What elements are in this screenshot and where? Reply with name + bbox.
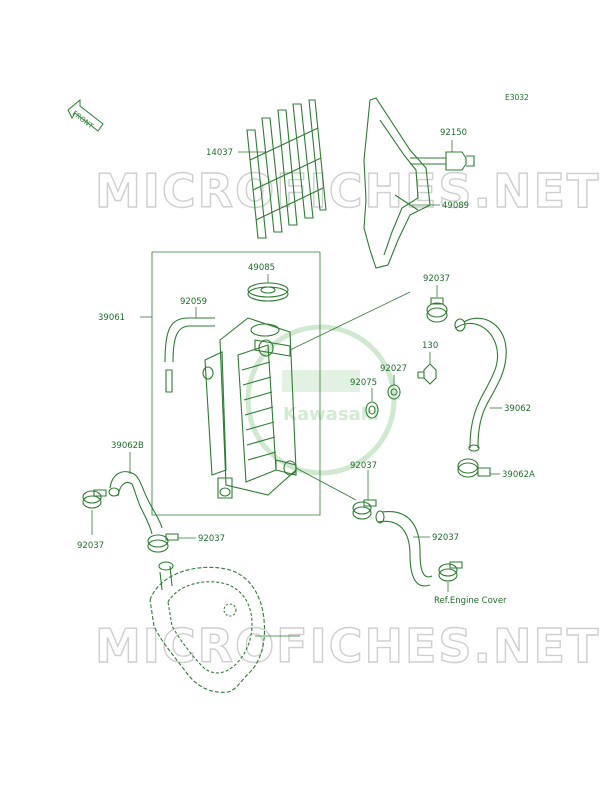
hose-clamp-92037-lower-center bbox=[147, 533, 179, 553]
bolt-92150 bbox=[410, 151, 475, 171]
label-49085: 49085 bbox=[248, 263, 275, 273]
kawasaki-logo: Kawasaki bbox=[245, 324, 397, 476]
label-92037-lower-right: Ref.Engine Cover bbox=[434, 596, 507, 606]
label-49089: 49089 bbox=[442, 201, 469, 211]
hose-clamp-92037-right bbox=[457, 458, 491, 478]
bolt-130 bbox=[417, 363, 437, 385]
front-arrow-icon: FRONT bbox=[67, 98, 104, 132]
radiator-hose-39062B bbox=[108, 471, 163, 535]
engine-cover-reference bbox=[149, 561, 266, 693]
hose-clamp-92037-mid bbox=[352, 499, 377, 520]
label-39061: 39061 bbox=[98, 313, 125, 323]
breather-hose-92059 bbox=[164, 317, 215, 393]
label-92059: 92059 bbox=[180, 297, 207, 307]
label-92037-right: 39062A bbox=[502, 470, 535, 480]
label-14037: 14037 bbox=[206, 148, 233, 158]
hose-clamp-92037-left bbox=[82, 489, 107, 509]
radiator-cap-49085 bbox=[247, 282, 289, 302]
label-92037-mid: 92037 bbox=[350, 461, 377, 471]
label-39062A: 92037 bbox=[432, 533, 459, 543]
label-92037-lower-center: 92037 bbox=[198, 534, 225, 544]
label-92027: 92027 bbox=[380, 364, 407, 374]
radiator-hose-39062 bbox=[454, 317, 507, 452]
logo-text: Kawasaki bbox=[283, 404, 379, 425]
damper-92075 bbox=[365, 401, 379, 419]
label-39062: 39062 bbox=[504, 404, 531, 414]
label-130: 130 bbox=[422, 341, 438, 351]
hose-clamp-92037-lower-right bbox=[438, 561, 463, 582]
label-92075: 92075 bbox=[350, 378, 377, 388]
label-39062B: 39062B bbox=[111, 441, 144, 451]
radiator-hose-39062A bbox=[375, 510, 433, 587]
radiator-shroud-49089 bbox=[363, 97, 431, 269]
assembly-bracket bbox=[151, 251, 321, 516]
radiator-louver-14037 bbox=[246, 99, 327, 239]
diagram-code: E3032 bbox=[505, 93, 529, 102]
hose-clamp-92037-upper bbox=[426, 297, 448, 323]
label-92037-left: 92037 bbox=[77, 541, 104, 551]
label-92037-upper: 92037 bbox=[423, 274, 450, 284]
label-92150: 92150 bbox=[440, 128, 467, 138]
watermark-top: MICROFICHES.NET bbox=[95, 164, 600, 218]
watermark-bottom: MICROFICHES.NET bbox=[95, 619, 600, 673]
